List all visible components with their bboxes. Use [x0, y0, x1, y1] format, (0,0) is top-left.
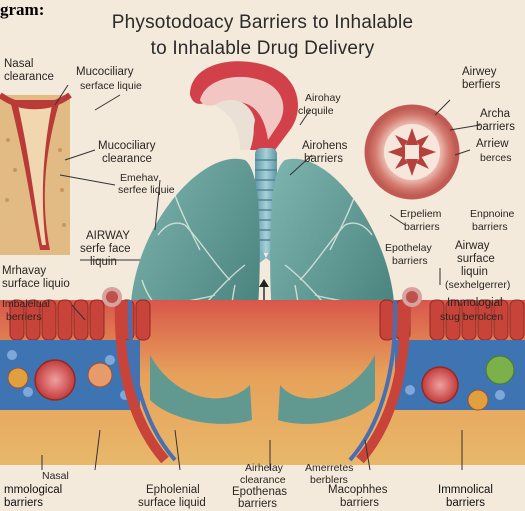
label-bottom-immnolical-1: Immnolical [438, 484, 493, 497]
label-erpeliem-1: Erpeliem [400, 208, 441, 220]
label-airwhay-2: clequile [298, 105, 334, 117]
label-arche-barriers-2: barriers [476, 121, 515, 134]
label-ephelav-1: Emehav [120, 172, 159, 184]
label-arriew-1: Arriew [476, 138, 509, 151]
label-bottom-epothenas-2: barriers [238, 498, 277, 511]
label-airway-barriers-1: Airwey [462, 66, 497, 79]
label-airwhay-1: Airohay [305, 92, 341, 104]
label-airway-right-2: surface [457, 253, 495, 266]
label-bottom-epholenial-1: Epholenial [146, 484, 200, 497]
label-epotherav-2: barriers [392, 255, 428, 267]
label-mrhavay-2: surface liquio [2, 278, 70, 291]
label-bottom-airhelay-2: clearance [240, 474, 286, 486]
label-imbalelual-1: Imbalelual [2, 298, 50, 310]
title-line-1: Physotodoacy Barriers to Inhalable [0, 12, 525, 34]
label-airoheus-2: barriers [304, 153, 343, 166]
label-bottom-nasal: Nasal [42, 470, 69, 482]
label-airway-barriers-2: berfiers [462, 79, 500, 92]
up-arrow-icon [259, 279, 269, 300]
airway-cross-section [366, 106, 458, 198]
nasal-section [0, 95, 70, 255]
label-imbalelual-2: berriers [6, 311, 42, 323]
label-epotherav-1: Epothelay [385, 242, 432, 254]
label-immologial-1: Immologial [447, 297, 503, 310]
label-enpnoine-2: barriers [472, 221, 508, 233]
label-enpnoine-1: Enpnoine [470, 208, 514, 220]
label-mrhavay-1: Mrhavay [2, 265, 46, 278]
label-bottom-epholenial-2: surface liquid [138, 497, 206, 510]
label-airway-surface-3: liquin [90, 256, 117, 269]
label-airway-right-4: (sexhelgerrer) [445, 279, 510, 291]
label-mucociliary-clearance-2: clearance [102, 153, 152, 166]
label-mucociliary-clearance-1: Mucociliary [98, 140, 156, 153]
label-mucociliary-surface-2: serface liquie [80, 80, 142, 92]
label-bottom-immnolical-2: barriers [446, 497, 485, 510]
label-nasal-clearance-1: Nasal [4, 58, 33, 71]
label-bottom-immological-2: barriers [4, 497, 43, 510]
label-nasal-clearance-2: clearance [4, 71, 54, 84]
label-airway-surface-1: AIRWAY [86, 230, 130, 243]
label-ephelav-2: serfee liquie [118, 184, 175, 196]
label-bottom-amerretes-1: Amerretes [305, 462, 353, 474]
upper-airway [190, 61, 298, 150]
label-bottom-macophes-2: barriers [340, 497, 379, 510]
label-arche-barriers-1: Archa [480, 108, 510, 121]
label-mucociliary-surface-1: Mucociliary [76, 66, 134, 79]
label-bottom-airhelay-1: Airhelay [245, 462, 283, 474]
label-immologial-2: stug berolcen [440, 311, 503, 323]
label-airoheus-1: Airohens [302, 140, 347, 153]
label-airway-surface-2: serfe face [80, 243, 131, 256]
label-airway-right-1: Airway [455, 240, 490, 253]
label-bottom-macophes-1: Macophhes [328, 484, 387, 497]
label-erpeliem-2: barriers [404, 221, 440, 233]
label-arriew-2: berces [480, 152, 512, 164]
label-airway-right-3: liquin [461, 266, 488, 279]
title-line-2: to Inhalable Drug Delivery [0, 38, 525, 60]
label-bottom-immological-1: mmological [4, 484, 62, 497]
